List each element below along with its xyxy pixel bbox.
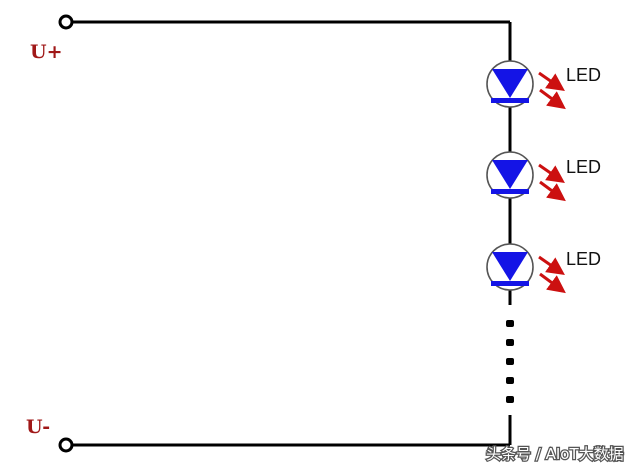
led-cathode-bar — [491, 98, 529, 103]
positive-terminal-label: U+ — [30, 41, 63, 63]
light-arrow — [538, 163, 565, 184]
continuation-dot — [506, 339, 514, 346]
led-label: LED — [566, 249, 601, 269]
led-diode-triangle — [492, 160, 528, 189]
watermark-text: 头条号 / AIoT大数据 — [486, 445, 624, 463]
led-label: LED — [566, 157, 601, 177]
led-cathode-bar — [491, 189, 529, 194]
light-arrow — [539, 180, 566, 202]
continuation-dot — [506, 396, 514, 403]
continuation-dot — [506, 320, 514, 327]
led-2: LED — [486, 151, 601, 202]
watermark: 头条号 / AIoT大数据 — [485, 444, 625, 465]
light-arrow — [539, 272, 566, 294]
led-label: LED — [566, 65, 601, 85]
positive-terminal-node — [58, 14, 74, 30]
continuation-dots — [506, 320, 514, 403]
led-1: LED — [486, 60, 601, 110]
light-arrow — [539, 88, 566, 110]
continuation-dot — [506, 377, 514, 384]
light-arrow — [538, 71, 565, 92]
led-3: LED — [486, 243, 601, 294]
led-diode-triangle — [492, 252, 528, 281]
light-arrow — [538, 255, 565, 276]
led-cathode-bar — [491, 281, 529, 286]
negative-terminal: U- — [26, 416, 74, 453]
led-diode-triangle — [492, 69, 528, 98]
positive-terminal: U+ — [30, 14, 74, 63]
negative-terminal-node — [58, 437, 74, 453]
negative-terminal-label: U- — [26, 416, 50, 438]
wires — [72, 20, 512, 447]
continuation-dot — [506, 358, 514, 365]
